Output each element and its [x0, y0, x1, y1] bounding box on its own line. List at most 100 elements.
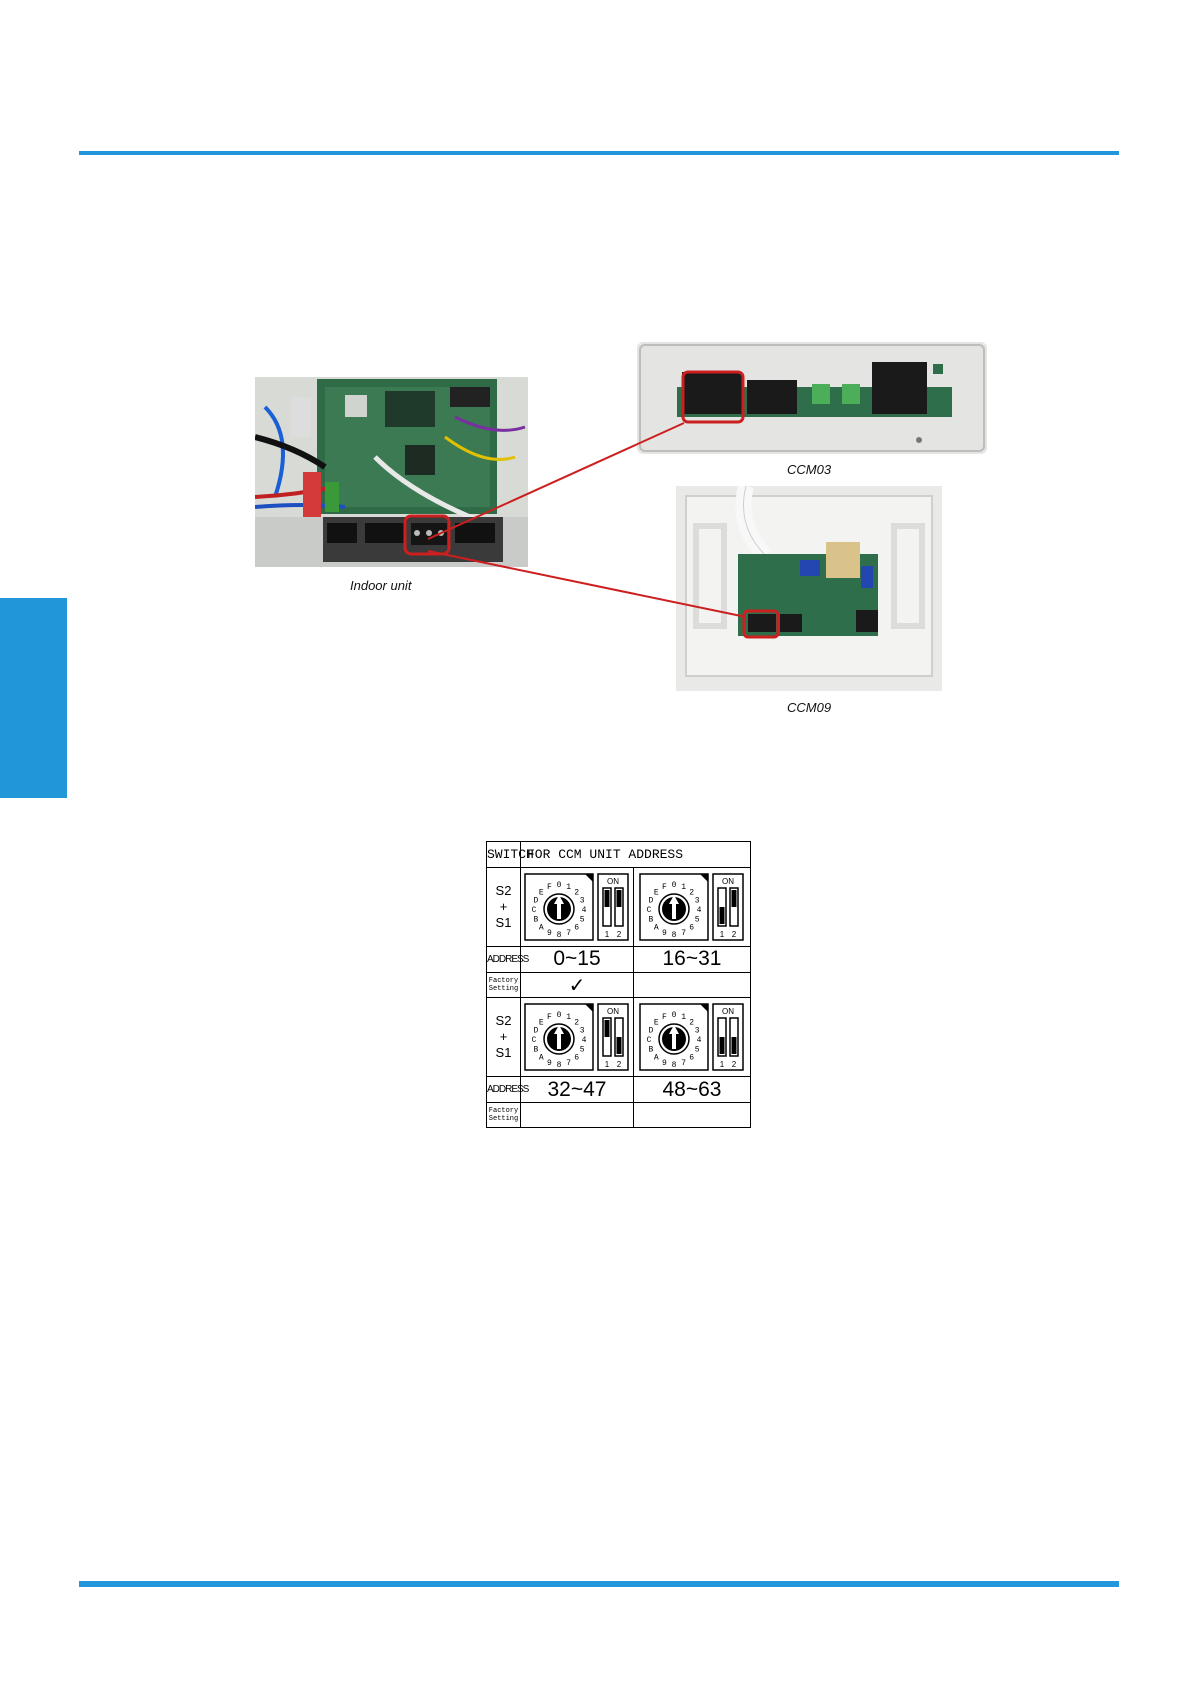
dip-lever	[719, 906, 725, 924]
dial-digit: 2	[689, 1019, 694, 1028]
address-label: ADDRESS	[486, 945, 529, 973]
dip-lever	[616, 1037, 622, 1055]
dial-digit: D	[533, 896, 538, 905]
dial-digit: A	[654, 1054, 659, 1063]
dial-digit: E	[539, 888, 544, 897]
factory-setting-empty	[520, 1102, 634, 1128]
ccm09-caption: CCM09	[787, 700, 832, 715]
dial-digit: D	[648, 896, 653, 905]
address-range: 48~63	[633, 1076, 751, 1104]
dial-digit: 7	[681, 929, 686, 938]
dial-digit: 9	[547, 1059, 552, 1068]
dial-digit: 4	[582, 1036, 587, 1045]
dial-digit: 7	[566, 1059, 571, 1068]
dial-digit: 6	[689, 1054, 694, 1063]
dial-digit: E	[654, 1019, 659, 1028]
table-header-title: FOR CCM UNIT ADDRESS	[520, 841, 751, 868]
dial-digit: 6	[574, 1054, 579, 1063]
dial-digit: C	[532, 906, 537, 915]
dial-digit: 1	[566, 1013, 571, 1022]
dial-digit: 4	[697, 1036, 702, 1045]
dial-digit: F	[547, 883, 552, 892]
dial-digit: 3	[695, 896, 700, 905]
ccm03-caption: CCM03	[787, 462, 832, 477]
dip-lever	[719, 1037, 725, 1055]
address-range: 0~15	[520, 945, 634, 973]
dial-digit: A	[539, 1054, 544, 1063]
factory-setting-label: Factory Setting	[486, 971, 521, 999]
dial-digit: 4	[697, 906, 702, 915]
dial-digit: 2	[574, 1019, 579, 1028]
dial-digit: B	[648, 1046, 653, 1055]
dial-digit: 5	[695, 915, 700, 924]
dip-lever	[731, 1037, 737, 1055]
dial-digit: A	[539, 923, 544, 932]
dial-digit: C	[647, 906, 652, 915]
dial-digit: E	[654, 888, 659, 897]
dial-digit: 8	[672, 931, 677, 940]
dial-digit: 4	[582, 906, 587, 915]
dial-digit: D	[533, 1027, 538, 1036]
dip-number: 1	[605, 930, 610, 939]
dial-digit: 6	[689, 923, 694, 932]
dial-digit: 5	[580, 1046, 585, 1055]
dial-digit: 0	[672, 881, 677, 890]
dial-digit: B	[648, 915, 653, 924]
dip-lever	[731, 889, 737, 907]
dip-on-label: ON	[722, 1007, 734, 1016]
footer-rule	[79, 1581, 1119, 1587]
dial-digit: F	[662, 883, 667, 892]
dial-digit: 2	[574, 888, 579, 897]
dial-digit: 0	[672, 1011, 677, 1020]
arrow-up-icon	[669, 1025, 679, 1035]
dial-digit: 0	[557, 1011, 562, 1020]
dip-on-label: ON	[722, 877, 734, 886]
arrow-up-icon	[554, 1025, 564, 1035]
header-rule	[79, 151, 1119, 155]
address-label: ADDRESS	[486, 1076, 529, 1104]
dial-digit: 7	[681, 1059, 686, 1068]
dip-on-label: ON	[607, 877, 619, 886]
dial-digit: 7	[566, 929, 571, 938]
dial-digit: B	[533, 915, 538, 924]
dial-digit: C	[647, 1036, 652, 1045]
dip-lever	[604, 1020, 610, 1038]
dial-digit: 8	[557, 1061, 562, 1070]
dial-digit: B	[533, 1046, 538, 1055]
dip-on-label: ON	[607, 1007, 619, 1016]
dial-digit: C	[532, 1036, 537, 1045]
dip-number: 1	[720, 1060, 725, 1069]
dip-number: 1	[720, 930, 725, 939]
dial-digit: E	[539, 1019, 544, 1028]
ccm09-photo	[676, 486, 942, 691]
dial-digit: 5	[580, 915, 585, 924]
factory-setting-empty	[633, 1102, 751, 1128]
dial-digit: 9	[547, 929, 552, 938]
dial-digit: 1	[566, 883, 571, 892]
dip-number: 2	[732, 930, 737, 939]
indoor-unit-photo	[255, 377, 528, 567]
table-header-switch: SWITCH	[486, 841, 534, 868]
factory-setting-mark: ✓	[520, 971, 634, 999]
arrow-up-icon	[554, 894, 564, 904]
dial-digit: 1	[681, 1013, 686, 1022]
dial-digit: 3	[695, 1027, 700, 1036]
dial-digit: 9	[662, 929, 667, 938]
dial-digit: 2	[689, 888, 694, 897]
